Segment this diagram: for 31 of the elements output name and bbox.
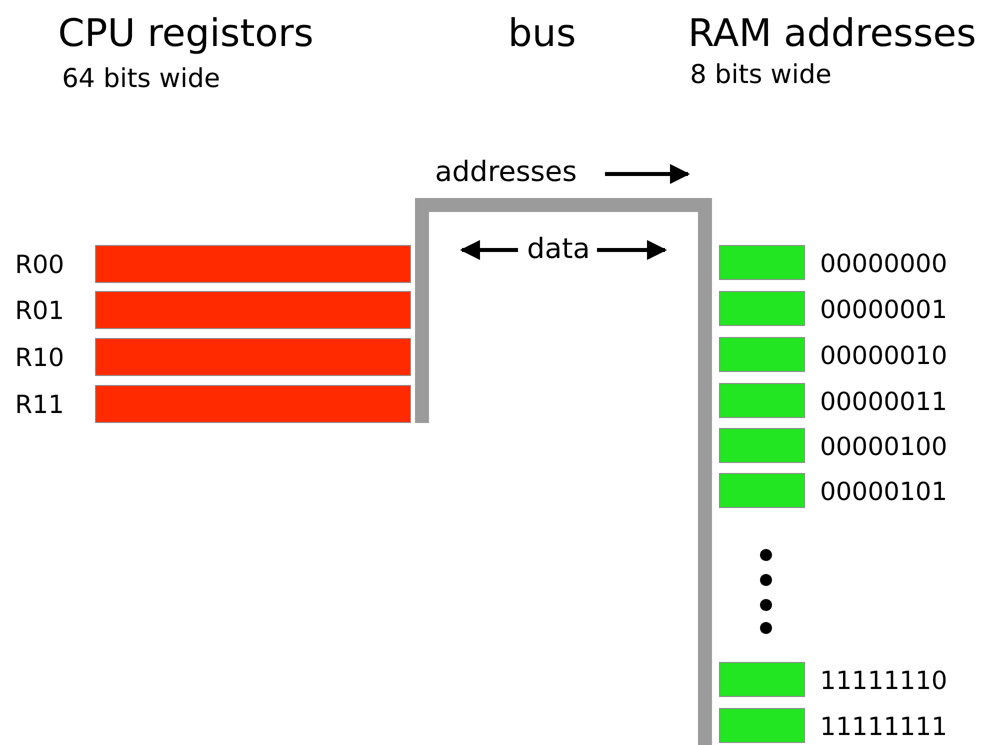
- memory-address: 00000010: [820, 342, 948, 368]
- memory-address: 00000101: [820, 478, 948, 504]
- memory-address: 11111111: [820, 714, 948, 738]
- heading: RAM addresses: [688, 14, 976, 52]
- subheading: 8 bits wide: [690, 62, 832, 88]
- register-bar: [95, 338, 411, 376]
- bus-label: addresses: [435, 158, 577, 186]
- memory-cell: [719, 662, 805, 697]
- register-bar: [95, 245, 411, 283]
- register-name: R10: [15, 345, 64, 370]
- memory-cell: [719, 291, 805, 326]
- memory-cell: [719, 245, 805, 280]
- memory-cell: [719, 383, 805, 418]
- memory-address: 00000011: [820, 388, 948, 414]
- subheading: 64 bits wide: [62, 66, 220, 92]
- memory-address: 00000001: [820, 296, 948, 322]
- register-bar: [95, 385, 411, 423]
- memory-cell: [719, 337, 805, 372]
- register-bar: [95, 291, 411, 329]
- register-name: R00: [15, 252, 64, 277]
- heading: CPU registors: [58, 14, 314, 52]
- memory-cell: [719, 473, 805, 508]
- memory-cell: [719, 708, 805, 743]
- register-name: R11: [15, 392, 64, 417]
- heading: bus: [508, 14, 576, 52]
- memory-address: 00000100: [820, 434, 948, 458]
- register-name: R01: [15, 298, 64, 323]
- memory-address: 00000000: [820, 250, 948, 276]
- memory-cell: [719, 428, 805, 463]
- bus-label: data: [527, 235, 590, 263]
- memory-address: 11111110: [820, 668, 948, 692]
